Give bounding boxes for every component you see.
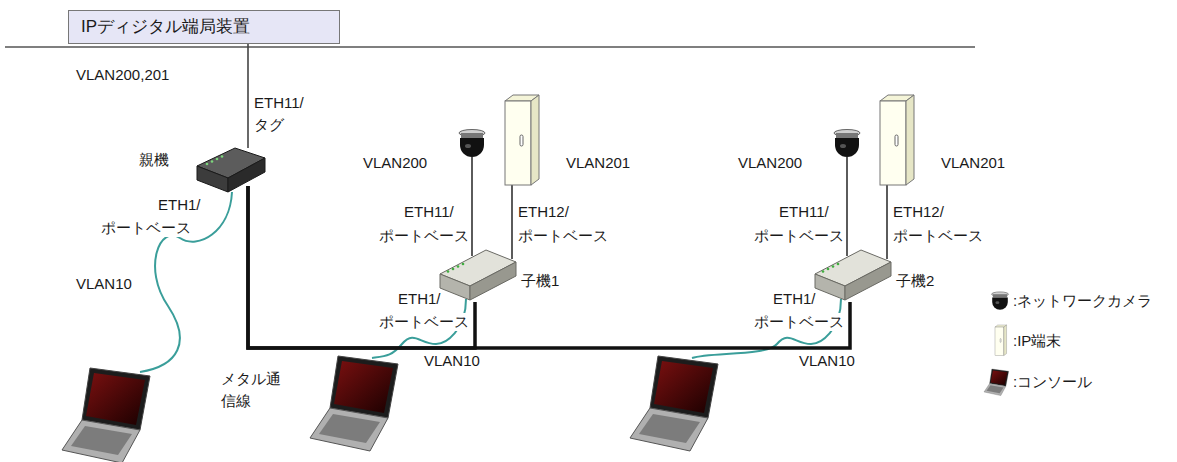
device-face (440, 274, 470, 300)
ip-terminal (505, 95, 539, 185)
status-led (837, 263, 840, 266)
camera-wire (471, 157, 473, 256)
port-label: ポートベース (378, 227, 470, 245)
status-led (452, 268, 455, 271)
metal-line (248, 186, 475, 348)
status-led (457, 265, 460, 268)
port-label: ETH11/ (253, 94, 305, 112)
device-face (845, 262, 891, 300)
legend-text: :ネットワークカメラ (1012, 292, 1153, 310)
port-label: ポートベース (378, 313, 470, 331)
device-label: 子機2 (895, 272, 935, 290)
drawing-part (248, 44, 850, 348)
port-label: ETH11/ (403, 203, 455, 221)
network-camera (459, 130, 485, 158)
port-label: ETH1/ (772, 290, 817, 308)
port-label: VLAN201 (940, 154, 1006, 172)
device-face (815, 274, 845, 300)
trunk-line (5, 46, 975, 48)
ip-terminal (880, 95, 914, 185)
port-label: ETH12/ (517, 203, 570, 221)
equipment-box: IPディジタル端局装置 (68, 10, 340, 44)
status-led (221, 155, 224, 158)
device-face (470, 262, 516, 300)
port-label: ETH1/ (397, 290, 442, 308)
network-camera (834, 130, 860, 158)
port-label: VLAN201 (565, 154, 631, 172)
legend-text: :IP端末 (1012, 332, 1062, 350)
cable-label: メタル通信線 (220, 368, 284, 412)
port-label: ポートベース (892, 227, 984, 245)
status-led (832, 265, 835, 268)
status-led (211, 160, 214, 163)
device-shape (193, 148, 268, 196)
console-laptop (630, 356, 718, 451)
status-led (462, 263, 465, 266)
network-device: 子機2 (813, 242, 893, 302)
legend-console-icon (984, 369, 1009, 396)
device-label: 子機1 (520, 272, 560, 290)
terminal-wire (886, 185, 888, 259)
port-label: VLAN10 (75, 275, 133, 293)
device-label: 親機 (138, 151, 170, 169)
terminal-wire (511, 185, 513, 259)
port-label: VLAN10 (798, 352, 856, 370)
port-label: ポートベース (753, 227, 845, 245)
legend-text: :コンソール (1012, 373, 1093, 391)
port-label: ポートベース (517, 227, 609, 245)
camera-wire (846, 157, 848, 256)
port-label: ETH12/ (892, 203, 945, 221)
status-led (822, 270, 825, 273)
console-laptop (310, 356, 398, 451)
port-label: タグ (253, 116, 285, 134)
status-led (827, 268, 830, 271)
legend-terminal-icon (995, 325, 1007, 356)
device-shape (813, 242, 893, 302)
device-face (228, 158, 265, 192)
port-label: VLAN200 (737, 154, 803, 172)
legend-camera-icon (992, 292, 1009, 310)
network-device: 子機1 (438, 242, 518, 302)
metal-line (248, 186, 850, 348)
port-label: VLAN200 (362, 154, 428, 172)
status-led (206, 163, 209, 166)
port-label: ETH11/ (778, 203, 830, 221)
console-laptop (62, 368, 150, 462)
box-title: IPディジタル端局装置 (81, 17, 327, 37)
port-label: ポートベース (753, 313, 845, 331)
port-label: VLAN10 (423, 352, 481, 370)
port-label: ETH1/ (157, 196, 202, 214)
port-label: ポートベース (100, 219, 192, 237)
network-device: 親機 (193, 148, 268, 186)
device-face (197, 166, 228, 192)
status-led (447, 270, 450, 273)
port-label: VLAN200,201 (75, 66, 170, 84)
status-led (216, 158, 219, 161)
device-shape (438, 242, 518, 302)
uplink-line (247, 44, 249, 148)
